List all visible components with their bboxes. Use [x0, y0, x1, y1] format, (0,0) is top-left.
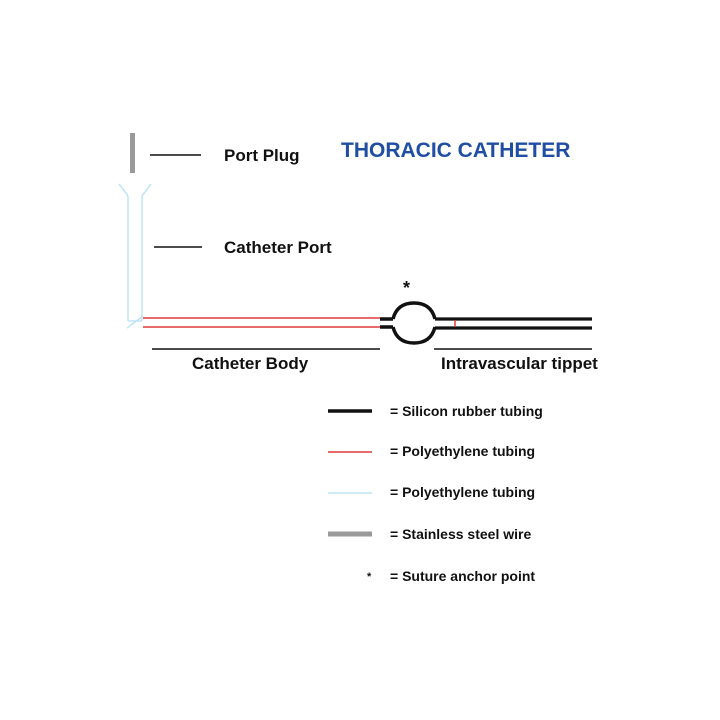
legend-symbol-suture: * [367, 571, 372, 583]
suture-anchor-mark: * [403, 278, 410, 298]
suture-anchor-bulge [380, 301, 437, 345]
port-plug-label: Port Plug [224, 146, 300, 165]
legend-item-polyethylene-red: = Polyethylene tubing [328, 443, 535, 459]
legend-text-polyethylene-light: = Polyethylene tubing [390, 484, 535, 500]
catheter-port-label: Catheter Port [224, 238, 332, 257]
legend-text-steel: = Stainless steel wire [390, 526, 531, 542]
catheter-port [118, 183, 152, 329]
intravascular-tippet-label: Intravascular tippet [441, 354, 598, 373]
port-plug-wire [130, 133, 135, 173]
legend-item-silicon: = Silicon rubber tubing [328, 403, 543, 419]
catheter-body-label: Catheter Body [192, 354, 309, 373]
intravascular-tippet-tubing [435, 317, 592, 330]
diagram-title: THORACIC CATHETER [341, 139, 570, 162]
legend: = Silicon rubber tubing = Polyethylene t… [328, 403, 543, 584]
legend-text-silicon: = Silicon rubber tubing [390, 403, 543, 419]
legend-item-steel: = Stainless steel wire [328, 526, 531, 542]
legend-text-polyethylene-red: = Polyethylene tubing [390, 443, 535, 459]
legend-item-suture: * = Suture anchor point [367, 568, 535, 584]
legend-text-suture: = Suture anchor point [390, 568, 535, 584]
catheter-body-tubing [143, 317, 380, 328]
legend-item-polyethylene-light: = Polyethylene tubing [328, 484, 535, 500]
